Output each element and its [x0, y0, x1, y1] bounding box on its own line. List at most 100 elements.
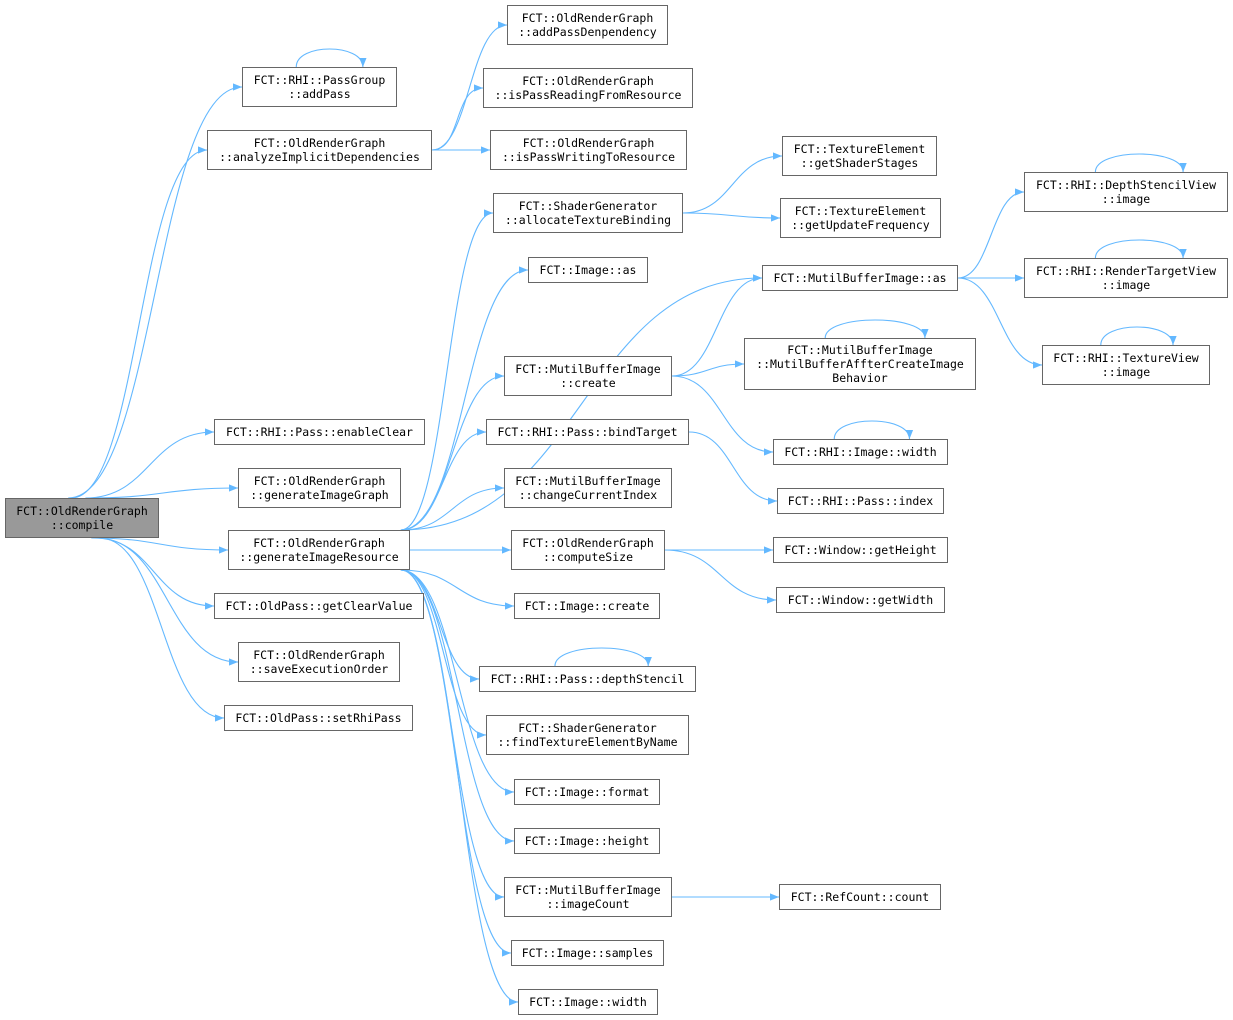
- graph-node-label-line: FCT::Image::height: [524, 834, 650, 848]
- call-edge-compile-to-saveexec: [96, 537, 239, 666]
- graph-node-label-line: ::image: [1101, 365, 1151, 379]
- graph-node-label-line: ::addPass: [288, 87, 351, 101]
- graph-node-label-line: FCT::Image::samples: [521, 946, 654, 960]
- graph-node-computesize[interactable]: FCT::OldRenderGraph::computeSize: [511, 530, 665, 570]
- graph-node-label-line: FCT::OldPass::getClearValue: [225, 599, 413, 613]
- graph-node-label-line: FCT::OldRenderGraph: [253, 536, 385, 550]
- graph-node-rtv-image[interactable]: FCT::RHI::RenderTargetView::image: [1024, 258, 1228, 298]
- call-edge-genimageres-to-image-width: [400, 569, 519, 1006]
- graph-node-label-line: FCT::RefCount::count: [790, 890, 930, 904]
- call-edge-genimageres-to-image-as: [400, 266, 529, 531]
- graph-node-label-line: FCT::MutilBufferImage::as: [773, 271, 947, 285]
- graph-node-label-line: FCT::RHI::Image::width: [784, 445, 937, 459]
- graph-node-findtex[interactable]: FCT::ShaderGenerator::findTextureElement…: [486, 715, 689, 755]
- graph-node-iswriting[interactable]: FCT::OldRenderGraph::isPassWritingToReso…: [490, 130, 687, 170]
- graph-node-enableclear[interactable]: FCT::RHI::Pass::enableClear: [214, 419, 425, 445]
- graph-node-label-line: FCT::Window::getWidth: [787, 593, 934, 607]
- graph-node-rhi-image-width[interactable]: FCT::RHI::Image::width: [773, 439, 948, 465]
- graph-node-depthstencil[interactable]: FCT::RHI::Pass::depthStencil: [479, 666, 696, 692]
- graph-node-label-line: FCT::MutilBufferImage: [515, 362, 661, 376]
- graph-node-tv-image[interactable]: FCT::RHI::TextureView::image: [1042, 345, 1210, 385]
- call-edge-genimageres-to-image-height: [400, 569, 515, 845]
- graph-node-pass-index[interactable]: FCT::RHI::Pass::index: [777, 488, 944, 514]
- graph-node-dsv-image[interactable]: FCT::RHI::DepthStencilView::image: [1024, 172, 1228, 212]
- call-edge-rhi-image-width-to-rhi-image-width: [833, 420, 914, 440]
- graph-node-genimageres[interactable]: FCT::OldRenderGraph::generateImageResour…: [228, 530, 410, 570]
- graph-node-saveexec[interactable]: FCT::OldRenderGraph::saveExecutionOrder: [238, 642, 400, 682]
- graph-node-getclearvalue[interactable]: FCT::OldPass::getClearValue: [214, 593, 424, 619]
- graph-node-image-height[interactable]: FCT::Image::height: [514, 828, 660, 854]
- graph-node-mbi-create[interactable]: FCT::MutilBufferImage::create: [504, 356, 672, 396]
- graph-node-addpassdep[interactable]: FCT::OldRenderGraph::addPassDenpendency: [507, 5, 668, 45]
- call-edge-compile-to-genimagegraph: [88, 484, 239, 499]
- graph-node-image-width[interactable]: FCT::Image::width: [518, 989, 658, 1015]
- call-edge-genimageres-to-alloctex: [400, 209, 494, 531]
- graph-node-label-line: ::findTextureElementByName: [497, 735, 678, 749]
- graph-node-changeindex[interactable]: FCT::MutilBufferImage::changeCurrentInde…: [504, 468, 672, 508]
- graph-node-label-line: FCT::Image::format: [524, 785, 650, 799]
- graph-node-getwidth[interactable]: FCT::Window::getWidth: [776, 587, 945, 613]
- graph-node-image-create[interactable]: FCT::Image::create: [514, 593, 660, 619]
- graph-node-label-line: FCT::ShaderGenerator: [518, 721, 657, 735]
- graph-node-label-line: FCT::Image::create: [524, 599, 650, 613]
- graph-node-imagecount[interactable]: FCT::MutilBufferImage::imageCount: [504, 877, 672, 917]
- call-edge-alloctex-to-getshaderstages: [682, 152, 783, 214]
- graph-node-label-line: ::image: [1101, 278, 1151, 292]
- call-edge-compile-to-genimageres: [91, 537, 229, 554]
- graph-node-label-line: ::generateImageGraph: [250, 488, 389, 502]
- graph-node-genimagegraph[interactable]: FCT::OldRenderGraph::generateImageGraph: [238, 468, 401, 508]
- graph-node-label-line: FCT::OldRenderGraph: [253, 136, 386, 150]
- graph-node-getheight[interactable]: FCT::Window::getHeight: [773, 537, 948, 563]
- graph-node-bindtarget[interactable]: FCT::RHI::Pass::bindTarget: [486, 419, 689, 445]
- graph-node-alloctex[interactable]: FCT::ShaderGenerator::allocateTextureBin…: [493, 193, 683, 233]
- call-edge-analyze-to-isreading: [431, 84, 484, 151]
- graph-node-passgroup-addpass[interactable]: FCT::RHI::PassGroup::addPass: [242, 67, 397, 107]
- call-edge-compile-to-getclearvalue: [94, 537, 215, 610]
- call-edge-dsv-image-to-dsv-image: [1094, 153, 1187, 173]
- call-edge-compile-to-passgroup-addpass: [68, 83, 243, 499]
- graph-node-label-line: ::addPassDenpendency: [518, 25, 657, 39]
- graph-node-isreading[interactable]: FCT::OldRenderGraph::isPassReadingFromRe…: [483, 68, 693, 108]
- call-edge-compile-to-enableclear: [85, 428, 215, 499]
- call-edge-genimageres-to-mbi-create: [400, 372, 505, 531]
- graph-node-label-line: FCT::RHI::Pass::depthStencil: [490, 672, 685, 686]
- graph-node-getshaderstages[interactable]: FCT::TextureElement::getShaderStages: [782, 136, 937, 176]
- graph-node-label-line: FCT::RHI::Pass::enableClear: [226, 425, 413, 439]
- call-edge-compile-to-analyze: [71, 146, 208, 499]
- graph-node-label-line: ::MutilBufferAffterCreateImage: [756, 357, 964, 371]
- call-edge-mbi-create-to-mbi-as: [671, 274, 763, 377]
- graph-node-label-line: ::image: [1101, 192, 1151, 206]
- graph-node-label-line: FCT::OldRenderGraph: [16, 504, 148, 518]
- call-edge-genimageres-to-image-format: [400, 569, 515, 796]
- call-edge-genimageres-to-mbi-as: [400, 274, 763, 531]
- graph-node-label-line: ::isPassWritingToResource: [501, 150, 676, 164]
- graph-node-setrhipass[interactable]: FCT::OldPass::setRhiPass: [224, 705, 413, 731]
- graph-node-label-line: FCT::MutilBufferImage: [787, 343, 933, 357]
- graph-node-label-line: FCT::RHI::RenderTargetView: [1035, 264, 1216, 278]
- call-edge-mbi-as-to-dsv-image: [957, 188, 1025, 279]
- graph-node-image-as[interactable]: FCT::Image::as: [528, 257, 648, 283]
- graph-node-image-format[interactable]: FCT::Image::format: [514, 779, 660, 805]
- graph-node-analyze[interactable]: FCT::OldRenderGraph::analyzeImplicitDepe…: [207, 130, 432, 170]
- call-edge-compile-to-setrhipass: [99, 537, 225, 722]
- graph-node-refcount[interactable]: FCT::RefCount::count: [779, 884, 941, 910]
- graph-node-label-line: FCT::OldRenderGraph: [522, 74, 654, 88]
- graph-node-label-line: ::generateImageResource: [239, 550, 399, 564]
- graph-node-image-samples[interactable]: FCT::Image::samples: [511, 940, 664, 966]
- graph-node-mbi-behavior[interactable]: FCT::MutilBufferImage::MutilBufferAffter…: [744, 338, 976, 390]
- graph-node-label-line: ::getShaderStages: [800, 156, 919, 170]
- graph-node-mbi-as[interactable]: FCT::MutilBufferImage::as: [762, 265, 958, 291]
- graph-node-label-line: ::create: [560, 376, 616, 390]
- call-edge-genimageres-to-image-create: [400, 569, 515, 610]
- graph-node-label-line: ::saveExecutionOrder: [249, 662, 389, 676]
- call-edge-mbi-as-to-tv-image: [957, 277, 1043, 369]
- graph-node-label-line: FCT::RHI::Pass::bindTarget: [497, 425, 678, 439]
- graph-node-compile[interactable]: FCT::OldRenderGraph::compile: [5, 498, 159, 538]
- graph-node-getupdatefreq[interactable]: FCT::TextureElement::getUpdateFrequency: [780, 198, 941, 238]
- call-edge-computesize-to-getwidth: [664, 549, 777, 604]
- call-edge-genimageres-to-bindtarget: [400, 428, 487, 531]
- graph-node-label-line: FCT::OldRenderGraph: [522, 136, 655, 150]
- graph-node-label-line: ::imageCount: [546, 897, 630, 911]
- graph-node-label-line: FCT::RHI::Pass::index: [787, 494, 934, 508]
- graph-node-label-line: Behavior: [832, 371, 888, 385]
